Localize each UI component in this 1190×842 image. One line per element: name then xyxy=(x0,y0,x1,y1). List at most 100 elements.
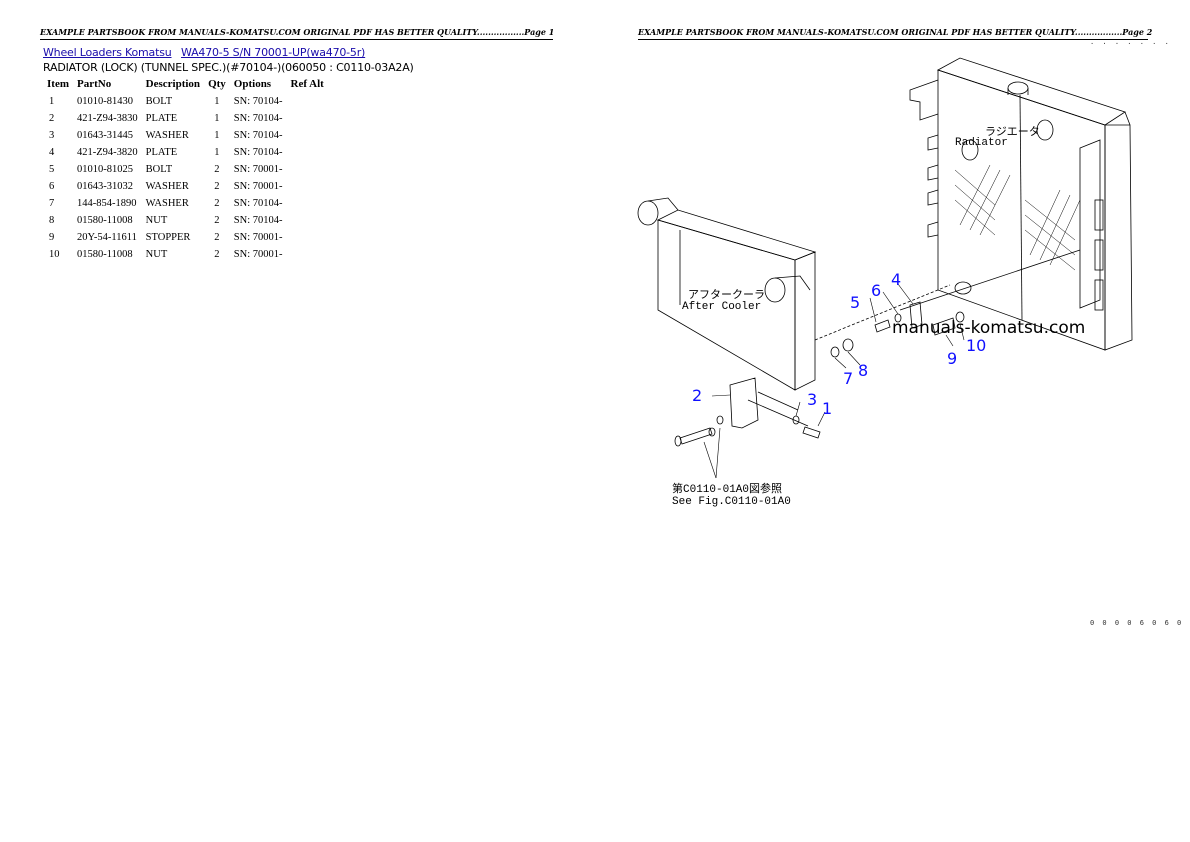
cell-refalt xyxy=(287,93,328,110)
page2-header: EXAMPLE PARTSBOOK FROM MANUALS-KOMATSU.C… xyxy=(638,27,1152,40)
callout-10: 10 xyxy=(966,336,986,355)
cell-options: SN: 70104- xyxy=(233,113,283,124)
page1-header: EXAMPLE PARTSBOOK FROM MANUALS-KOMATSU.C… xyxy=(40,27,554,40)
cell-description: WASHER xyxy=(145,181,189,192)
col-options: Options xyxy=(233,78,272,90)
cell-partno: 421-Z94-3830 xyxy=(77,113,138,124)
radiator-label-jp: ラジエータ xyxy=(985,125,1040,139)
breadcrumb: Wheel Loaders Komatsu WA470-5 S/N 70001-… xyxy=(43,46,371,59)
cell-options: SN: 70001- xyxy=(233,232,283,243)
plate-2-drawing xyxy=(729,377,809,429)
col-description: Description xyxy=(145,78,201,90)
callout-2: 2 xyxy=(692,386,702,405)
cell-item: 5 xyxy=(49,164,55,175)
parts-table: Item PartNo Description Qty Options Ref … xyxy=(43,77,328,263)
drawing-code: 0 0 0 0 6 0 6 0 xyxy=(1090,619,1184,627)
cell-partno: 01010-81025 xyxy=(77,164,133,175)
cell-partno: 01010-81430 xyxy=(77,96,133,107)
watermark: manuals-komatsu.com xyxy=(892,318,1086,338)
table-row: 1 01010-81430 BOLT 1 SN: 70104- xyxy=(43,93,328,110)
col-qty: Qty xyxy=(208,78,226,90)
cell-item: 1 xyxy=(49,96,55,107)
see-fig-label: See Fig.C0110-01A0 xyxy=(672,496,791,508)
callout-8: 8 xyxy=(858,361,868,380)
table-row: 2 421-Z94-3830 PLATE 1 SN: 70104- xyxy=(43,110,328,127)
see-fig-label-jp: 第C0110-01A0図参照 xyxy=(672,481,782,496)
table-row: 3 01643-31445 WASHER 1 SN: 70104- xyxy=(43,127,328,144)
cell-description: PLATE xyxy=(145,113,178,124)
cell-description: PLATE xyxy=(145,147,178,158)
section-title: RADIATOR (LOCK) (TUNNEL SPEC.)(#70104-)(… xyxy=(43,61,414,74)
cell-refalt xyxy=(287,178,328,195)
callout-7: 7 xyxy=(843,369,853,388)
cell-qty: 1 xyxy=(214,130,220,141)
cell-refalt xyxy=(287,246,328,263)
cell-description: WASHER xyxy=(145,198,189,209)
cell-partno: 01580-11008 xyxy=(77,215,133,226)
cell-qty: 1 xyxy=(214,147,220,158)
cell-qty: 2 xyxy=(214,198,220,209)
cell-item: 9 xyxy=(49,232,55,243)
cell-item: 10 xyxy=(49,249,60,260)
cell-item: 2 xyxy=(49,113,55,124)
cell-qty: 2 xyxy=(214,164,220,175)
cell-options: SN: 70104- xyxy=(233,147,283,158)
cell-item: 8 xyxy=(49,215,55,226)
cell-refalt xyxy=(287,229,328,246)
cell-description: BOLT xyxy=(145,164,173,175)
cell-options: SN: 70001- xyxy=(233,181,283,192)
cell-item: 4 xyxy=(49,147,55,158)
cell-item: 7 xyxy=(49,198,55,209)
cell-refalt xyxy=(287,127,328,144)
cell-qty: 1 xyxy=(214,96,220,107)
cell-refalt xyxy=(287,212,328,229)
cell-partno: 01643-31032 xyxy=(77,181,133,192)
cell-partno: 20Y-54-11611 xyxy=(77,232,137,243)
cell-description: NUT xyxy=(145,249,168,260)
col-item: Item xyxy=(47,78,69,90)
table-row: 9 20Y-54-11611 STOPPER 2 SN: 70001- xyxy=(43,229,328,246)
cell-partno: 01643-31445 xyxy=(77,130,133,141)
cell-partno: 421-Z94-3820 xyxy=(77,147,138,158)
model-link[interactable]: WA470-5 S/N 70001-UP(wa470-5r) xyxy=(181,46,366,59)
table-row: 10 01580-11008 NUT 2 SN: 70001- xyxy=(43,246,328,263)
cell-description: WASHER xyxy=(145,130,189,141)
table-row: 7 144-854-1890 WASHER 2 SN: 70104- xyxy=(43,195,328,212)
page-marker-dots: · · · · · · · xyxy=(1090,40,1171,48)
after-cooler-assembly xyxy=(637,197,817,391)
brand-link[interactable]: Wheel Loaders Komatsu xyxy=(43,46,172,59)
cell-qty: 2 xyxy=(214,232,220,243)
cell-item: 3 xyxy=(49,130,55,141)
col-refalt: Ref Alt xyxy=(290,78,324,90)
cell-qty: 2 xyxy=(214,215,220,226)
cell-refalt xyxy=(287,144,328,161)
cell-qty: 2 xyxy=(214,181,220,192)
cell-item: 6 xyxy=(49,181,55,192)
cell-options: SN: 70104- xyxy=(233,198,283,209)
table-row: 5 01010-81025 BOLT 2 SN: 70001- xyxy=(43,161,328,178)
table-row: 4 421-Z94-3820 PLATE 1 SN: 70104- xyxy=(43,144,328,161)
callout-4: 4 xyxy=(891,270,901,289)
cell-options: SN: 70001- xyxy=(233,164,283,175)
table-row: 6 01643-31032 WASHER 2 SN: 70001- xyxy=(43,178,328,195)
cell-description: STOPPER xyxy=(145,232,191,243)
col-partno: PartNo xyxy=(77,78,112,90)
cell-options: SN: 70104- xyxy=(233,96,283,107)
cell-description: BOLT xyxy=(145,96,173,107)
cell-qty: 2 xyxy=(214,249,220,260)
cell-partno: 144-854-1890 xyxy=(77,198,137,209)
callout-5: 5 xyxy=(850,293,860,312)
table-header-row: Item PartNo Description Qty Options Ref … xyxy=(43,77,328,93)
callout-9: 9 xyxy=(947,349,957,368)
cell-options: SN: 70001- xyxy=(233,249,283,260)
aftercooler-label: After Cooler xyxy=(682,301,761,313)
cell-options: SN: 70104- xyxy=(233,130,283,141)
cell-refalt xyxy=(287,110,328,127)
cell-qty: 1 xyxy=(214,113,220,124)
callout-1: 1 xyxy=(822,399,832,418)
cell-partno: 01580-11008 xyxy=(77,249,133,260)
exploded-parts-diagram: ラジエータ Radiator アフタークーラ After Cooler 第C01… xyxy=(637,57,1133,508)
callout-6: 6 xyxy=(871,281,881,300)
